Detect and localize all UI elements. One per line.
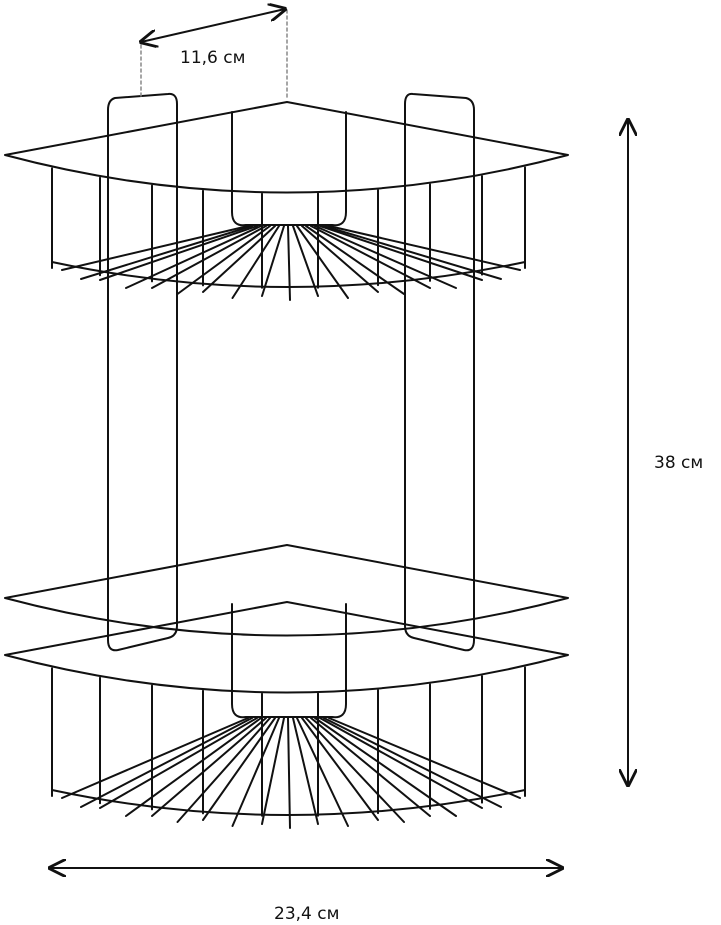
top-shelf-spoke <box>176 225 271 295</box>
depth-label: 11,6 см <box>180 48 246 68</box>
left-rail <box>107 92 178 652</box>
top-shelf-spoke <box>287 225 291 301</box>
top-shelf-spoke <box>323 225 502 280</box>
bottom-shelf-rim <box>51 789 526 816</box>
top-shelf-spoke <box>292 225 319 297</box>
bottom-shelf-tray <box>4 544 569 637</box>
top-shelf-spoke <box>301 225 379 293</box>
bottom-shelf-spoke <box>261 717 285 825</box>
bottom-shelf-spoke <box>310 717 431 817</box>
top-shelf-spoke <box>99 225 258 281</box>
width-label: 23,4 см <box>274 904 340 924</box>
bottom-shelf-spoke <box>328 717 521 799</box>
top-shelf-spoke <box>314 225 457 289</box>
top-shelf-spoke <box>261 225 285 297</box>
height-label: 38 см <box>654 453 704 473</box>
bottom-shelf-spoke <box>125 717 262 817</box>
top-shelf-spoke <box>231 225 280 299</box>
bottom-shelf-spoke <box>151 717 267 817</box>
bottom-shelf-spoke <box>292 717 319 825</box>
top-shelf-spoke <box>305 225 405 295</box>
right-rail <box>404 92 475 652</box>
depth-arrow <box>141 9 285 42</box>
bottom-shelf-spoke <box>61 717 249 799</box>
bottom-shelf-back-frame <box>231 603 347 719</box>
bottom-shelf-spoke <box>287 717 291 829</box>
top-shelf-spoke <box>61 225 249 271</box>
bottom-shelf-lower-tray <box>4 601 569 694</box>
bottom-shelf-spoke <box>314 717 457 817</box>
bottom-shelf-spoke <box>305 717 405 823</box>
bottom-shelf-spoke <box>301 717 379 821</box>
top-shelf-spoke <box>319 225 483 281</box>
bottom-shelf-spoke <box>80 717 253 808</box>
bottom-shelf-spoke <box>323 717 502 808</box>
top-shelf-spoke <box>296 225 349 299</box>
bottom-shelf-spoke <box>319 717 483 809</box>
top-shelf-spoke <box>328 225 521 271</box>
top-shelf-tray <box>4 101 569 194</box>
top-shelf-back-frame <box>231 111 347 227</box>
bottom-shelf-spoke <box>296 717 349 827</box>
top-shelf-spoke <box>151 225 267 289</box>
bottom-shelf-spoke <box>99 717 258 809</box>
bottom-shelf-spoke <box>176 717 271 823</box>
top-shelf-spoke <box>125 225 262 289</box>
top-shelf-spoke <box>310 225 431 289</box>
bottom-shelf-spoke <box>231 717 280 827</box>
bottom-shelf-spoke <box>202 717 276 821</box>
top-shelf-spoke <box>80 225 253 280</box>
top-shelf-spoke <box>202 225 276 293</box>
